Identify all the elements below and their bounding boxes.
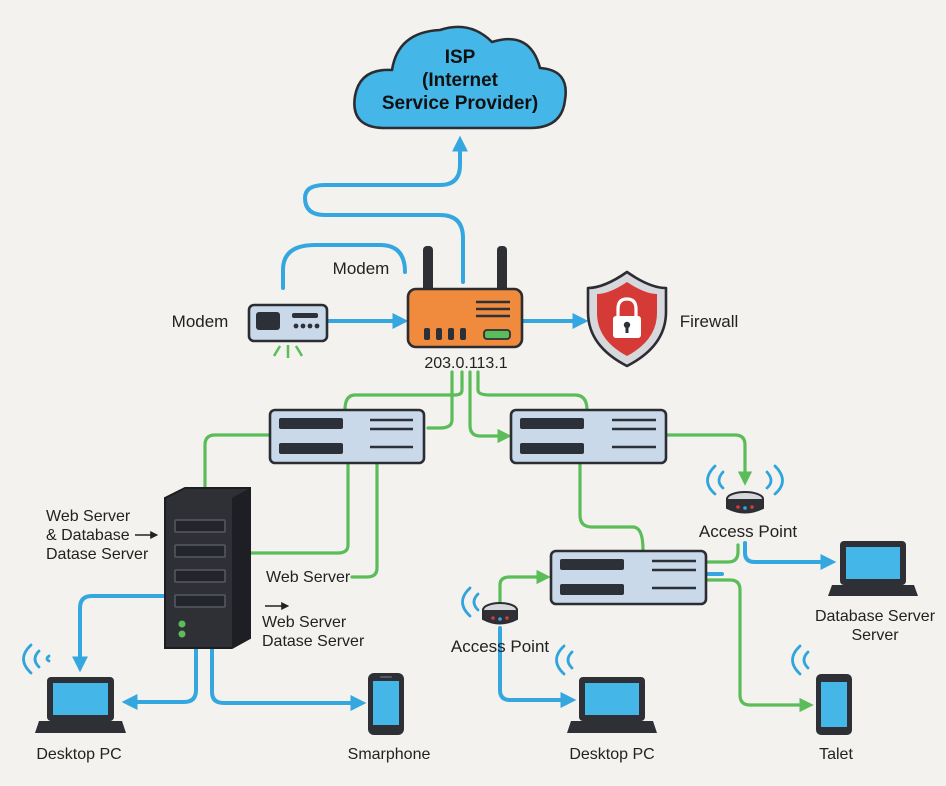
switch-left[interactable]	[268, 408, 426, 465]
tablet-icon	[816, 674, 852, 735]
switch-icon	[509, 408, 668, 465]
access-point-icon	[726, 491, 764, 514]
wifi-icon	[22, 643, 51, 675]
router-icon	[406, 246, 524, 349]
modem[interactable]: Modem	[172, 303, 329, 358]
database-server-label-line2: Server	[851, 627, 899, 644]
web-db-server-line2: & Database	[46, 527, 130, 544]
wire-router-to-switch-right	[468, 370, 512, 444]
server-label-left: Web Server & Database Datase Server	[46, 508, 159, 563]
web-datase-server-line1: Web Server	[262, 614, 347, 631]
modem-label-left: Modem	[172, 312, 229, 331]
web-datase-server-line2: Datase Server	[262, 633, 365, 650]
wire-router-to-switch-left	[343, 370, 464, 412]
switch-lower[interactable]	[549, 549, 708, 606]
wifi-icon	[706, 464, 784, 496]
wifi-icon	[555, 644, 574, 676]
wire-router-to-isp	[303, 135, 468, 284]
wire-switch-to-ap-right	[664, 433, 753, 486]
wire-switch-to-webserver-b	[350, 461, 379, 579]
desktop-pc-center[interactable]: Desktop PC	[555, 644, 658, 763]
server-label-right: Web Server Datase Server	[262, 602, 365, 650]
wire-server-to-smartphone	[210, 646, 367, 711]
modem-label-top: Modem	[333, 259, 390, 278]
wire-router-to-switch-right-b	[476, 370, 589, 412]
wire-server-to-laptop-left	[121, 646, 198, 710]
cloud-icon	[353, 25, 568, 130]
router-ip-label: 203.0.113.1	[424, 355, 507, 372]
lock-icon	[613, 297, 641, 338]
isp-title: ISP	[445, 47, 476, 68]
switch-icon	[549, 549, 708, 606]
modem-icon	[247, 303, 329, 358]
smartphone-label: Smarphone	[348, 746, 431, 763]
wire-lower-switch-to-ap-right	[704, 543, 740, 564]
wire-switch-to-webserver-a	[248, 461, 350, 555]
wire-lower-switch-to-ap-left	[498, 569, 551, 607]
wires	[72, 135, 837, 713]
wire-router-to-switch-left-b	[426, 370, 454, 430]
wifi-icon	[461, 586, 480, 618]
laptop-icon	[567, 677, 657, 733]
smartphone[interactable]: Smarphone	[348, 673, 431, 763]
switch-right[interactable]	[509, 408, 668, 465]
server-tower[interactable]	[164, 487, 251, 649]
isp-subtitle-line2: Service Provider)	[382, 93, 538, 114]
database-server-laptop[interactable]: Database Server Server	[815, 541, 936, 644]
tablet[interactable]: Talet	[791, 644, 854, 763]
wire-switch-to-server	[203, 433, 272, 494]
switch-icon	[268, 408, 426, 465]
laptop-icon	[828, 541, 918, 596]
isp-subtitle-line1: (Internet	[422, 70, 499, 91]
tablet-label: Talet	[819, 746, 853, 763]
firewall-label: Firewall	[680, 312, 739, 331]
wire-ap-to-database-laptop	[743, 541, 837, 570]
access-point-left[interactable]: Access Point	[451, 586, 550, 656]
laptop-icon	[35, 677, 126, 733]
wire-ap-to-desktop-center	[498, 626, 577, 708]
desktop-pc-center-label: Desktop PC	[569, 746, 654, 763]
router[interactable]: 203.0.113.1	[406, 246, 524, 372]
access-point-icon	[482, 602, 518, 625]
access-point-right-label: Access Point	[699, 522, 798, 541]
wire-switch-to-lower-switch	[578, 461, 645, 552]
wifi-icon	[791, 644, 810, 676]
desktop-pc-left-label: Desktop PC	[36, 746, 121, 763]
web-db-server-line3: Datase Server	[46, 546, 149, 563]
wire-lower-switch-to-tablet	[704, 578, 814, 713]
server-tower-icon	[164, 487, 251, 649]
wire-modem-arc	[281, 243, 407, 290]
web-db-server-line1: Web Server	[46, 508, 131, 525]
wire-server-to-desktop-left	[72, 594, 167, 673]
desktop-pc-left[interactable]: Desktop PC	[22, 643, 127, 763]
access-point-right[interactable]: Access Point	[699, 464, 798, 541]
access-point-left-label: Access Point	[451, 637, 550, 656]
firewall[interactable]: Firewall	[586, 270, 739, 368]
smartphone-icon	[368, 673, 404, 735]
isp-cloud[interactable]: ISP (Internet Service Provider)	[353, 25, 568, 130]
database-server-label-line1: Database Server	[815, 608, 936, 625]
web-server-label: Web Server	[266, 569, 351, 586]
